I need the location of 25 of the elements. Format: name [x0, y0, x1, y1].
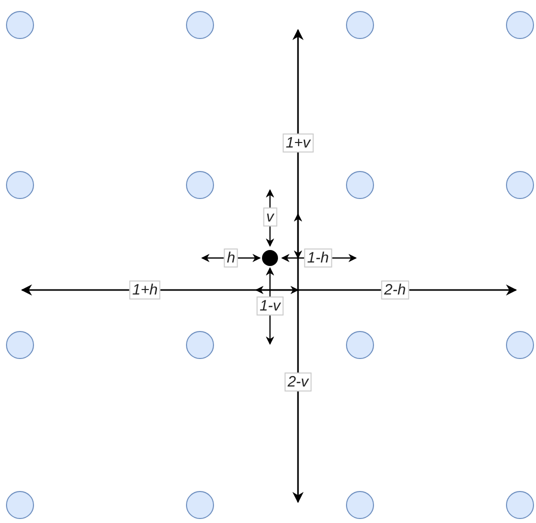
dimension-label: 1-v [256, 296, 284, 316]
dimension-label: 1+v [282, 134, 314, 152]
sample-point-dot [262, 250, 278, 266]
dimension-label: 2-h [381, 280, 409, 300]
grid-point-circle [186, 171, 214, 199]
dimension-label: v [263, 208, 277, 226]
dimension-label: 1-h [304, 248, 332, 268]
grid-point-circle [6, 331, 34, 359]
grid-point-circle [6, 11, 34, 39]
grid-point-circle [506, 331, 534, 359]
grid-point-circle [346, 171, 374, 199]
grid-point-circle [6, 491, 34, 519]
grid-point-circle [506, 171, 534, 199]
dimension-label: 1+h [129, 280, 161, 300]
grid-point-circle [6, 171, 34, 199]
dimension-label: 2-v [284, 372, 312, 392]
grid-point-circle [186, 11, 214, 39]
grid-point-circle [346, 491, 374, 519]
grid-point-circle [346, 331, 374, 359]
grid-point-circle [506, 491, 534, 519]
grid-point-circle [186, 491, 214, 519]
grid-point-circle [186, 331, 214, 359]
grid-point-circle [346, 11, 374, 39]
dimension-label: h [224, 248, 238, 268]
grid-point-circle [506, 11, 534, 39]
